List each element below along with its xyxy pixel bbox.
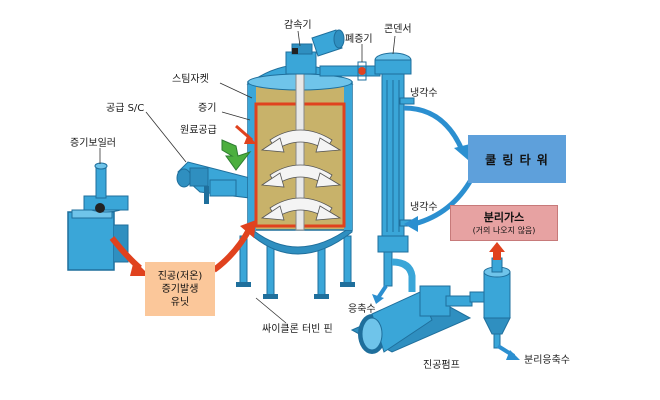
cyclone-turbine-fins xyxy=(260,129,342,221)
cooling-tower-label: 쿨 링 타 워 xyxy=(485,152,549,167)
vacuum-unit-line1: 진공(저온) xyxy=(157,270,203,282)
steam-boiler-label: 증기보일러 xyxy=(70,138,116,149)
supply-sc-label: 공급 S/C xyxy=(106,103,145,114)
steam-jacket-label: 스팀자켓 xyxy=(172,74,209,85)
vent-steam-label: 폐증기 xyxy=(345,34,373,45)
separator-vessel xyxy=(469,257,511,349)
vacuum-steam-unit-box: 진공(저온) 증기발생 유닛 xyxy=(145,262,215,316)
coolant-bottom-label: 냉각수 xyxy=(410,202,438,213)
reducer-label: 감속기 xyxy=(284,20,312,31)
separated-gas-note: (거의 나오지 않음) xyxy=(472,225,536,235)
main-vessel xyxy=(236,64,355,299)
vacuum-pump-label: 진공펌프 xyxy=(423,360,460,371)
reducer xyxy=(285,29,345,75)
cooling-tower-box: 쿨 링 타 워 xyxy=(468,135,566,183)
vacuum-unit-line2: 증기발생 xyxy=(161,283,199,295)
vacuum-unit-line3: 유닛 xyxy=(170,296,190,308)
steam-label: 증기 xyxy=(198,103,217,114)
vacuum-pump-unit xyxy=(350,285,473,354)
coolant-top-label: 냉각수 xyxy=(410,88,438,99)
cyclone-turbine-fin-label: 싸이클론 터빈 핀 xyxy=(262,324,333,335)
condenser xyxy=(374,52,416,292)
feed-screw-conveyor xyxy=(176,161,251,204)
separated-gas-title: 분리가스 xyxy=(483,210,525,224)
condenser-label: 콘덴서 xyxy=(384,24,412,35)
separated-gas-box: 분리가스 (거의 나오지 않음) xyxy=(450,205,558,241)
separated-condensate-label: 분리응축수 xyxy=(524,355,570,366)
condensate-label: 응축수 xyxy=(348,304,376,315)
steam-boiler xyxy=(67,162,129,271)
material-supply-label: 원료공급 xyxy=(180,125,217,136)
leader-lines xyxy=(99,30,396,324)
